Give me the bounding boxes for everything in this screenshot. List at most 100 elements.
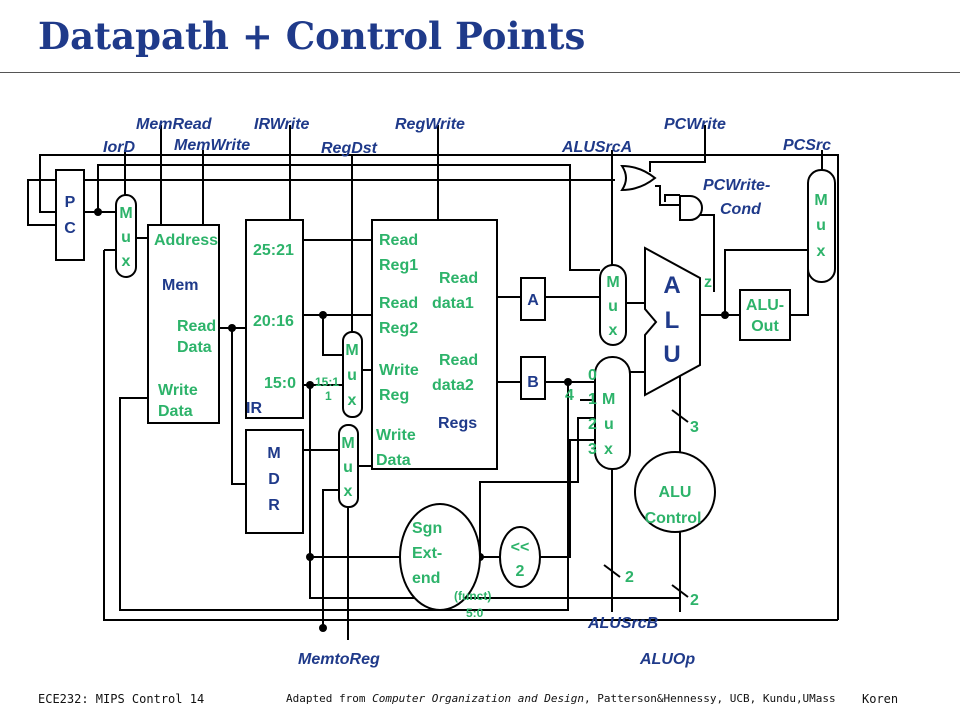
memtoreg-mux-u: u [343, 459, 353, 476]
slash-2a [603, 564, 621, 578]
ctl-iord: IorD [103, 139, 135, 156]
regs-rr1-a: Read [379, 232, 418, 249]
wire-pc-alumux [97, 164, 600, 271]
slide-title: Datapath + Control Points [38, 14, 586, 58]
regdst-mux: M u x [342, 331, 363, 418]
regdst-mux-x: x [348, 392, 357, 409]
alu-label-u: U [663, 341, 680, 368]
wires [27, 125, 839, 640]
wire-signext-2 [479, 417, 595, 557]
ir-field-20-16: 20:16 [253, 313, 294, 330]
alusrca-mux: M u x [599, 264, 627, 346]
sign-extend: Sgn Ext- end [399, 503, 481, 611]
regs-rd1-a: Read [439, 270, 478, 287]
mdr-label-d: D [268, 471, 280, 488]
wire-funct [309, 557, 680, 599]
alu-control-label-2: Control [645, 510, 702, 527]
wire-b-memwrite [119, 383, 569, 611]
mdr-label-r: R [268, 497, 280, 514]
memtoreg-mux-m: M [341, 435, 354, 452]
wire-ir-regdst0 [322, 315, 343, 356]
signext-label-3: end [412, 570, 440, 587]
ir-field-25-21: 25:21 [253, 242, 294, 259]
funct-label-2: 5:0 [466, 606, 484, 620]
a-register: A [520, 277, 546, 321]
pcsrc-mux-x: x [817, 243, 826, 260]
aluout-label-1: ALU- [746, 297, 784, 314]
regs-wd-b: Data [376, 452, 411, 469]
ir-field-15-11-a: 15:1 [315, 375, 339, 389]
ir-field-15-0: 15:0 [264, 375, 296, 392]
alu-control: ALU Control [634, 451, 716, 533]
iord-mux-u: u [121, 229, 131, 246]
ctl-irwrite: IRWrite [254, 116, 310, 133]
pcsrc-mux: M u x [807, 169, 836, 283]
alusrcb-mux: 0 1 2 3 M u x 4 [565, 356, 631, 470]
regs-rd2-a: Read [439, 352, 478, 369]
slash-3 [671, 409, 689, 423]
ir-name: IR [246, 400, 262, 417]
aluout-label-2: Out [751, 318, 779, 335]
regdst-mux-u: u [347, 367, 357, 384]
mdr-label-m: M [267, 445, 280, 462]
regs-rr1-b: Reg1 [379, 257, 418, 274]
wire-pcwrite-enable [27, 179, 615, 226]
alu: A L U z [644, 246, 712, 397]
ctl-pcwritecond-line [664, 194, 680, 202]
alu-control-label-1: ALU [659, 484, 692, 501]
regs-rr2-a: Read [379, 295, 418, 312]
footer-attribution-pre: Adapted from [286, 692, 373, 705]
pc-register: P C [55, 169, 85, 261]
regdst-mux-m: M [345, 342, 358, 359]
ctl-regwrite: RegWrite [395, 116, 465, 133]
ctl-memtoreg: MemtoReg [298, 651, 380, 668]
title-rule [0, 72, 960, 73]
mux4-in-0: 0 [588, 367, 597, 384]
regs-wd-a: Write [376, 427, 416, 444]
alusrcb-mux-u: u [604, 416, 614, 433]
memtoreg-mux: M u x [338, 424, 359, 508]
pcsrc-mux-u: u [816, 217, 826, 234]
footer-course: ECE232: MIPS Control 14 [38, 692, 205, 706]
footer-author: Koren [862, 692, 899, 706]
pcwritecond-and-gate [679, 195, 703, 221]
mux4-in-2: 2 [588, 416, 597, 433]
signext-label-1: Sgn [412, 520, 442, 537]
iord-mux-x: x [122, 253, 131, 270]
iord-mux-m: M [119, 205, 132, 222]
wire-mem-mdr [231, 328, 246, 485]
wire-alu-pcmux [724, 249, 808, 315]
ctl-memread: MemRead [136, 116, 213, 133]
ctl-pcwrite-line [649, 125, 706, 172]
ctl-pcwritecond-1: PCWrite- [703, 177, 770, 194]
regs-rd2-b: data2 [432, 377, 474, 394]
aluout-register: ALU- Out [739, 289, 791, 341]
shift-left-2: << 2 [499, 526, 541, 588]
footer-book-title: Computer Organization and Design [372, 692, 585, 705]
const-four: 4 [565, 387, 574, 404]
wire-aluout-return [103, 250, 838, 621]
memtoreg-mux-x: x [344, 483, 353, 500]
mux4-in-3: 3 [588, 441, 597, 458]
wire-aluout-memtoreg [322, 489, 340, 628]
pc-label-2: C [64, 220, 76, 237]
wire-shift-mux [540, 439, 595, 558]
mux4-in-1: 1 [588, 391, 597, 408]
alusrca-mux-x: x [609, 322, 618, 339]
alu-label-a: A [663, 272, 680, 299]
mem-address-label: Address [154, 232, 218, 249]
wire-pc-loop [39, 154, 839, 620]
a-label: A [527, 292, 539, 309]
ctl-alusrca: ALUSrcA [561, 139, 632, 156]
b-register: B [520, 356, 546, 400]
pcsrc-mux-m: M [814, 192, 827, 209]
slash-2b [671, 584, 689, 598]
funct-label-1: (funct) [454, 589, 491, 603]
width-three: 3 [690, 419, 699, 436]
ctl-pcwrite: PCWrite [664, 116, 726, 133]
regs-rd1-b: data1 [432, 295, 474, 312]
memory-unit: Address Mem Read Data Write Data [147, 224, 220, 424]
pcwrite-or-gate [620, 164, 657, 192]
iord-mux: M u x [115, 194, 137, 278]
mem-write-label-1: Write [158, 382, 198, 399]
